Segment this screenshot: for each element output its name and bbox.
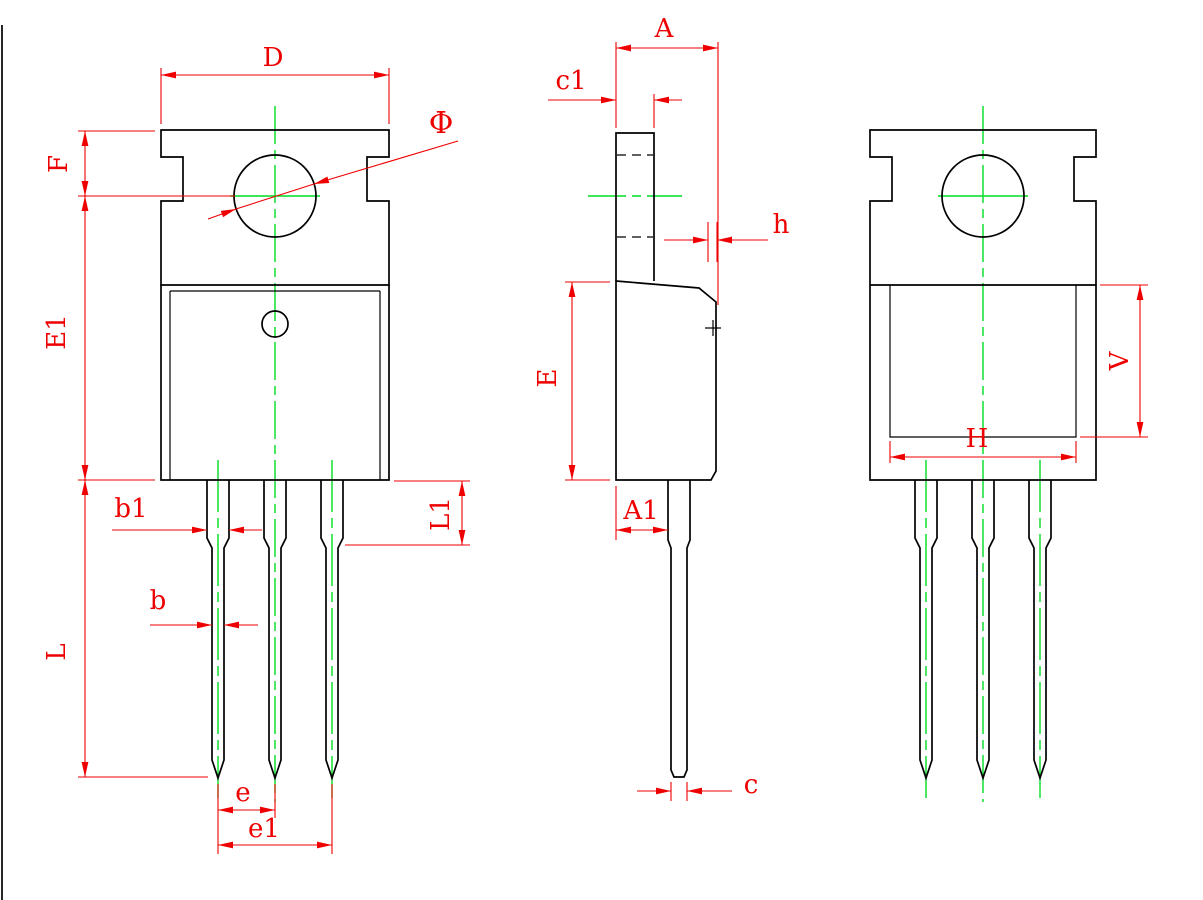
dim-label-V: V (1105, 350, 1135, 371)
phi-leader-middle (235, 183, 315, 210)
dim-label-A1: A1 (622, 496, 658, 526)
dim-label-E: E (533, 369, 563, 388)
phi-leader-lower (207, 208, 237, 220)
dim-label-c: c (744, 770, 759, 800)
side-body-outline (615, 280, 717, 481)
front-body-chamfer-lines (169, 290, 381, 480)
dim-label-b: b (150, 586, 167, 616)
front-view: D F E1 L L1 b1 b (42, 43, 470, 854)
front-dimensions: D F E1 L L1 b1 b (42, 43, 470, 854)
back-view: V H (869, 106, 1148, 802)
dim-label-c1: c1 (555, 66, 586, 96)
back-package-outline (869, 129, 1097, 481)
front-lead-3 (320, 480, 344, 781)
phi-leader-upper (313, 140, 459, 185)
dim-label-L1: L1 (426, 497, 456, 531)
dim-label-H: H (966, 424, 989, 454)
side-feature-cross-mark (705, 320, 721, 336)
back-dimensions: V H (889, 284, 1148, 463)
front-centerlines (217, 106, 333, 802)
dim-label-A: A (654, 14, 675, 44)
dim-label-h: h (773, 210, 790, 240)
front-body-outline (160, 285, 390, 481)
back-lead-1 (914, 480, 938, 781)
back-lead-2 (971, 480, 995, 781)
back-mounting-hole (941, 154, 1025, 238)
side-outline (615, 132, 721, 778)
dim-label-b1: b1 (114, 494, 147, 524)
dim-label-e1: e1 (248, 814, 280, 844)
dim-label-E1: E1 (42, 314, 72, 350)
side-view: A c1 h E A1 c (533, 14, 790, 801)
back-lead-3 (1028, 480, 1052, 781)
dim-label-L: L (42, 643, 72, 660)
side-tab-outline (615, 132, 655, 281)
dim-label-F: F (44, 155, 74, 173)
front-lead-1 (206, 480, 230, 781)
dim-label-e: e (235, 778, 250, 808)
dim-label-D: D (263, 43, 284, 73)
front-lead-2 (263, 480, 287, 781)
back-centerlines (925, 106, 1041, 802)
dim-label-phi: Φ (429, 106, 454, 141)
back-outline (869, 129, 1097, 781)
side-dimensions: A c1 h E A1 c (533, 14, 790, 801)
side-lead (667, 480, 691, 778)
back-recess-outline (889, 285, 1077, 438)
front-body-dimple (261, 310, 289, 338)
